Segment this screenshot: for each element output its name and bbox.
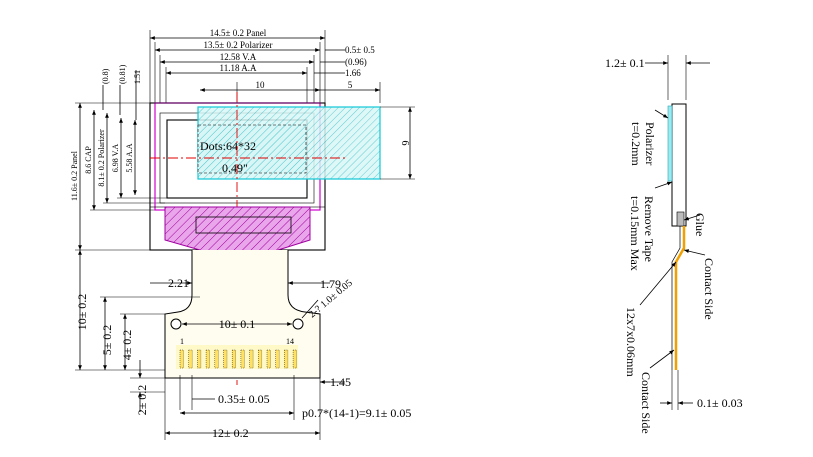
dim-081: (0.81) xyxy=(118,64,127,84)
dim-thickness: 1.2± 0.1 xyxy=(605,56,645,70)
dim-panel-height: 11.6± 0.2 Panel xyxy=(70,150,79,201)
alignment-hole-right xyxy=(292,318,304,330)
dim-aa-height: 5.58 A.A xyxy=(125,143,134,172)
pin-first-label: 1 xyxy=(180,337,184,346)
dim-total-width: 12± 0.2 xyxy=(212,426,249,440)
side-remove-tape: Remove Tape xyxy=(642,196,656,262)
dots-area xyxy=(197,124,307,174)
dim-096: (0.96) xyxy=(345,57,367,67)
contact-pin xyxy=(275,349,280,369)
top-dimension-labels: 14.5± 0.2 Panel 13.5± 0.2 Polarizer 12.5… xyxy=(204,28,376,90)
contact-pin xyxy=(231,349,236,369)
dim-fpc-len: 10± 0.2 xyxy=(75,294,89,331)
small-left-dims: (0.81) (0.8) 1.51 xyxy=(101,64,142,120)
side-remove-tape-thk: t=0.15mm Max xyxy=(628,196,642,271)
front-view: 14.5± 0.2 Panel 13.5± 0.2 Polarizer 12.5… xyxy=(70,28,415,440)
bottom-vertical-dims: 10± 0.2 5± 0.2 4± 0.2 2± 0.2 xyxy=(75,250,200,415)
dim-2: 2± 0.2 xyxy=(135,385,149,416)
right-height-dim: 6 xyxy=(380,106,415,180)
dim-fpc-thk: 0.1± 0.03 xyxy=(697,396,743,410)
dim-221: 2.21 xyxy=(168,276,189,290)
dim-hole-pitch: 10± 0.1 xyxy=(219,317,256,331)
side-glass xyxy=(671,103,687,227)
contact-pin xyxy=(240,349,245,369)
size-label: 0.49" xyxy=(222,161,248,175)
bottom-dims: 1.45 0.35± 0.05 p0.7*(14-1)=9.1± 0.05 12… xyxy=(164,375,411,440)
side-glue-label: Glue xyxy=(693,213,707,236)
contact-pin xyxy=(292,349,297,369)
dim-5: 5± 0.2 xyxy=(100,325,114,356)
dim-panel-width: 14.5± 0.2 Panel xyxy=(210,28,267,38)
contact-pin xyxy=(258,349,262,369)
dim-va-width: 12.58 V.A xyxy=(220,52,257,62)
contact-pin xyxy=(214,349,219,369)
side-contact-side-a: Contact Side xyxy=(702,258,716,320)
fpc-bond-area xyxy=(195,216,292,234)
dim-05: 0.5± 0.5 xyxy=(345,45,375,55)
dim-179: 1.79 xyxy=(320,277,341,291)
dim-166: 1.66 xyxy=(345,68,361,78)
dim-pad-width: 0.35± 0.05 xyxy=(218,392,270,406)
contact-pins xyxy=(179,349,297,369)
side-contact-side-b: Contact Side xyxy=(639,372,653,434)
side-fpc-spec: 12x7x0.06mm xyxy=(624,307,638,377)
contact-pad-area xyxy=(176,345,298,369)
dim-span-5: 5 xyxy=(348,80,353,90)
dim-4: 4± 0.2 xyxy=(120,330,134,361)
side-polarizer xyxy=(667,105,673,182)
side-glue xyxy=(676,211,685,227)
dim-span-10: 10 xyxy=(256,80,266,90)
dim-145: 1.45 xyxy=(330,375,351,389)
left-vertical-dims: 11.6± 0.2 Panel 8.6 CAP 8.1± 0.2 Polariz… xyxy=(70,102,170,251)
contact-pin xyxy=(197,349,202,369)
dim-cap-height: 8.6 CAP xyxy=(84,146,93,174)
dim-height-6: 6 xyxy=(399,141,410,146)
contact-pin xyxy=(205,349,210,369)
contact-pin xyxy=(249,349,254,369)
side-fpc xyxy=(674,226,686,370)
dim-08: (0.8) xyxy=(101,68,110,84)
contact-pin xyxy=(284,349,289,369)
dim-151: 1.51 xyxy=(133,70,142,84)
side-polarizer-label: Polarizer xyxy=(643,122,657,165)
pin-last-label: 14 xyxy=(286,337,294,346)
dim-aa-width: 11.18 A.A xyxy=(220,63,257,73)
alignment-hole-left xyxy=(170,318,182,330)
dim-va-height: 6.98 V.A xyxy=(111,144,120,173)
dots-label: Dots:64*32 xyxy=(200,139,256,153)
top-dimension-lines xyxy=(150,36,380,92)
contact-pin xyxy=(179,349,184,369)
side-polarizer-thk: t=0.2mm xyxy=(629,122,643,166)
side-view: 1.2± 0.1 Polarizer t=0.2mm Remove Tape t… xyxy=(605,55,743,434)
dim-pitch: p0.7*(14-1)=9.1± 0.05 xyxy=(302,406,411,420)
contact-pin xyxy=(266,349,271,369)
contact-pin xyxy=(223,349,228,369)
contact-pin xyxy=(188,349,193,369)
dim-polarizer-height: 8.1± 0.2 Polarizer xyxy=(97,129,106,187)
dim-polarizer-width: 13.5± 0.2 Polarizer xyxy=(204,40,273,50)
